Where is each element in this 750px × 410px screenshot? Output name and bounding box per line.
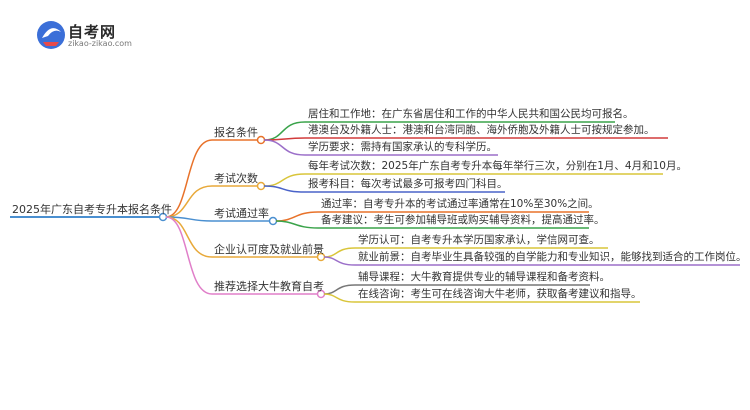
leaf-hk-macao-taiwan: 港澳台及外籍人士：港澳和台湾同胞、海外侨胞及外籍人士可按规定参加。	[308, 124, 655, 136]
leaf-exam-times: 每年考试次数：2025年广东自考专升本每年举行三次，分别在1月、4月和10月。	[308, 160, 687, 172]
leaf-pass-rate: 通过率：自考专升本的考试通过率通常在10%至30%之间。	[321, 198, 599, 210]
leaf-prep-advice: 备考建议：考生可参加辅导班或购买辅导资料，提高通过率。	[321, 214, 605, 226]
leaf-tutoring-courses: 辅导课程：大牛教育提供专业的辅导课程和备考资料。	[358, 271, 610, 283]
site-logo	[34, 18, 154, 52]
category-pass-rate: 考试通过率	[214, 207, 269, 220]
category-exam-frequency: 考试次数	[214, 172, 258, 185]
leaf-online-consultation: 在线咨询：考生可在线咨询大牛老师，获取备考建议和指导。	[358, 288, 642, 300]
leaf-exam-subjects: 报考科目：每次考试最多可报考四门科目。	[308, 178, 508, 190]
category-recognition-employment: 企业认可度及就业前景	[214, 243, 324, 256]
root-node: 2025年广东自考专升本报名条件	[12, 203, 172, 216]
leaf-employment-outlook: 就业前景：自考毕业生具备较强的自学能力和专业知识，能够找到适合的工作岗位。	[358, 251, 747, 263]
logo-title: 自考网	[68, 23, 117, 41]
category-registration-conditions: 报名条件	[214, 126, 258, 139]
leaf-degree-recognition: 学历认可：自考专升本学历国家承认，学信网可查。	[358, 234, 600, 246]
category-recommendation: 推荐选择大牛教育自考	[214, 280, 324, 293]
logo-icon	[37, 21, 65, 49]
logo-subtitle: zikao-zikao.com	[68, 39, 132, 48]
leaf-residence: 居住和工作地：在广东省居住和工作的中华人民共和国公民均可报名。	[308, 108, 634, 120]
leaf-education-requirement: 学历要求：需持有国家承认的专科学历。	[308, 141, 497, 153]
